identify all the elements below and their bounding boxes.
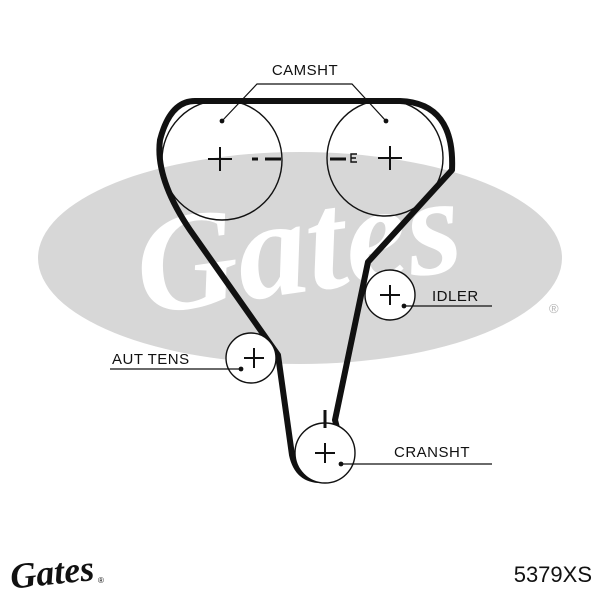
tensioner-label: AUT TENS (112, 351, 190, 368)
camshaft-pulley-right (326, 99, 444, 217)
idler-pulley (364, 269, 416, 321)
watermark-logo: Gates ® (38, 146, 562, 364)
part-number: 5379XS (514, 562, 592, 587)
cross-mark (315, 443, 335, 463)
leader-lines (110, 83, 492, 465)
brand-registered-mark: ® (98, 576, 104, 585)
idler-label: IDLER (432, 288, 479, 305)
cross-mark (208, 147, 232, 171)
camshaft-leader (221, 83, 387, 122)
brand-logo: Gates ® (8, 548, 104, 597)
crankshaft-label: CRANSHT (394, 444, 470, 461)
watermark-ellipse (38, 152, 562, 364)
cross-mark (378, 146, 402, 170)
camshaft-label: CAMSHT (272, 62, 338, 79)
crankshaft-pulley (294, 410, 356, 484)
cross-mark (244, 348, 264, 368)
tensioner-pulley (225, 332, 277, 384)
timing-mark-e (350, 153, 357, 163)
brand-logo-text: Gates (8, 548, 96, 597)
cross-mark (380, 285, 400, 305)
watermark-registered-mark: ® (549, 301, 559, 316)
